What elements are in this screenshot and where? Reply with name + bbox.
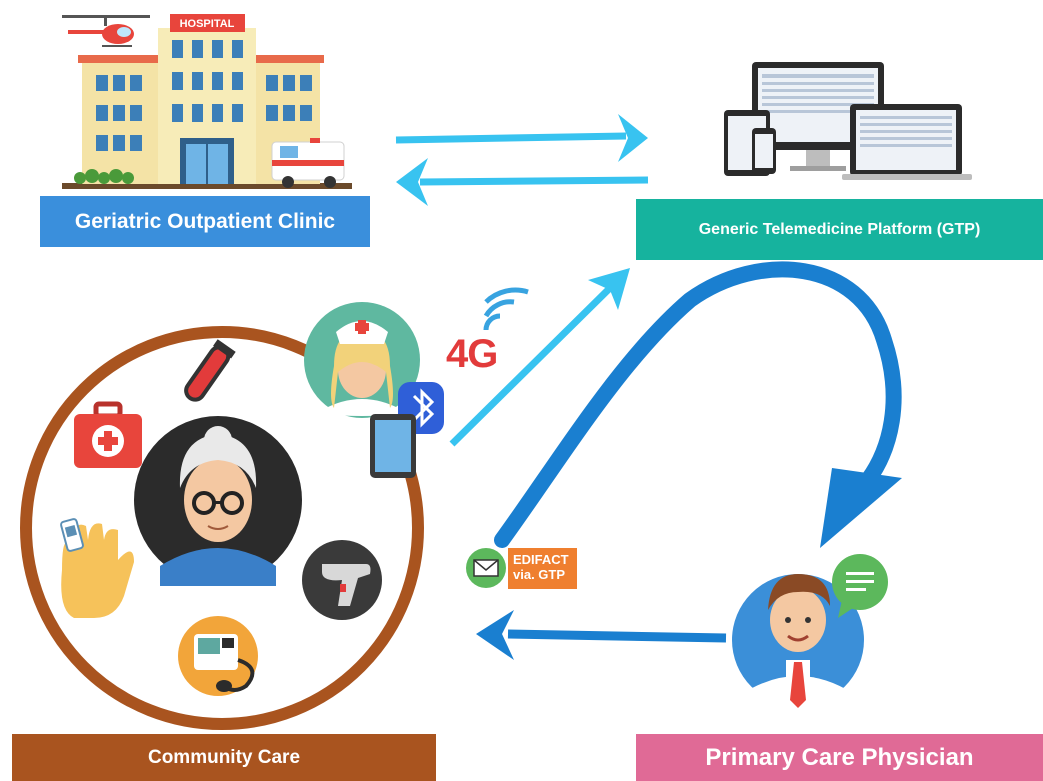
community-ring [20, 326, 424, 730]
first-aid-kit-icon [74, 401, 142, 468]
network-4g-label: 4G [446, 332, 498, 376]
ambulance-icon [271, 138, 345, 188]
hospital-sign: HOSPITAL [180, 18, 235, 30]
edifact-badge: EDIFACT via. GTP [508, 548, 577, 589]
edifact-line1: EDIFACT [513, 552, 569, 567]
test-tube-icon [184, 339, 236, 402]
clinic-to-gtp-arrow [395, 114, 648, 162]
elderly-woman-icon [134, 416, 302, 586]
geriatric-clinic-label: Geriatric Outpatient Clinic [40, 196, 370, 247]
pcp-to-community-arrow [476, 610, 727, 660]
blood-pressure-monitor-icon [178, 616, 258, 696]
devices-icon [724, 62, 972, 180]
nurse-icon [304, 302, 420, 418]
tablet-icon [370, 414, 416, 478]
helicopter-icon [62, 15, 150, 47]
edifact-line2: via. GTP [513, 567, 566, 582]
gtp-label: Generic Telemedicine Platform (GTP) [636, 199, 1043, 260]
community-care-label: Community Care [12, 734, 436, 781]
doctor-icon [732, 574, 864, 708]
email-icon [466, 548, 506, 588]
community-to-gtp-arrow [449, 268, 630, 447]
thermometer-scanner-icon [302, 540, 382, 620]
gtp-to-pcp-loop-arrow [494, 261, 902, 548]
chat-bubble-icon [832, 554, 888, 618]
gtp-to-clinic-arrow [396, 158, 649, 206]
wifi-signal-icon [483, 287, 529, 331]
hand-sensor-icon [60, 518, 135, 618]
primary-care-physician-label: Primary Care Physician [636, 734, 1043, 781]
